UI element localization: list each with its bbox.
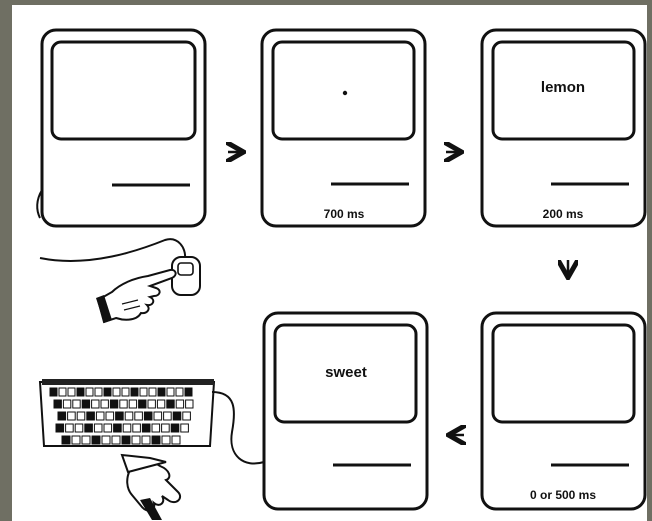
keyboard-key [77, 388, 84, 396]
keyboard-key [72, 436, 80, 444]
keyboard-key [116, 412, 124, 420]
keyboard-key [135, 412, 143, 420]
keyboard-key [110, 400, 117, 408]
keyboard-key [183, 412, 191, 420]
keyboard-key [87, 412, 95, 420]
keyboard-key [132, 436, 140, 444]
keyboard-key [77, 412, 85, 420]
keyboard-key [148, 400, 155, 408]
keyboard-key [112, 436, 120, 444]
keyboard-key [122, 388, 129, 396]
keyboard-key [173, 412, 181, 420]
keyboard-key [144, 412, 152, 420]
computer-mouse-icon [172, 257, 200, 295]
keyboard-key [164, 412, 172, 420]
keyboard-key [125, 412, 133, 420]
keyboard-key [114, 424, 122, 432]
keyboard-key [120, 400, 127, 408]
keyboard-key [63, 400, 70, 408]
keyboard-key [75, 424, 83, 432]
computer-panel-5 [264, 313, 427, 509]
keyboard-key [149, 388, 156, 396]
keyboard-key [162, 424, 170, 432]
keyboard-key [154, 412, 162, 420]
stimulus-word-sweet: sweet [325, 364, 367, 381]
duration-label-0-or-500: 0 or 500 ms [530, 488, 596, 502]
keyboard-key [68, 412, 76, 420]
pointing-hand-icon [122, 455, 180, 520]
keyboard-key [92, 436, 100, 444]
keyboard-key [94, 424, 102, 432]
keyboard-key [56, 424, 64, 432]
keyboard-key [62, 436, 70, 444]
keyboard-key [142, 424, 150, 432]
keyboard-key [82, 400, 89, 408]
keyboard-key [167, 388, 174, 396]
keyboard-key [176, 388, 183, 396]
keyboard-key [66, 424, 74, 432]
keyboard-key [157, 400, 164, 408]
keyboard-key [162, 436, 170, 444]
keyboard-key [104, 424, 112, 432]
duration-label-200: 200 ms [543, 207, 584, 221]
keyboard-key [92, 400, 99, 408]
keyboard-key [101, 400, 108, 408]
keyboard-key [123, 424, 131, 432]
keyboard-key [152, 436, 160, 444]
computer-panel-4 [482, 313, 645, 509]
keyboard-key [171, 424, 179, 432]
keyboard-key [58, 412, 66, 420]
keyboard-key [106, 412, 114, 420]
keyboard-key [73, 400, 80, 408]
keyboard-key [167, 400, 174, 408]
keyboard-key [158, 388, 165, 396]
keyboard-key [181, 424, 189, 432]
keyboard-key [95, 388, 102, 396]
keyboard-key [113, 388, 120, 396]
keyboard-key [152, 424, 160, 432]
keyboard-key [50, 388, 57, 396]
stimulus-word-lemon: lemon [541, 79, 585, 96]
keyboard-key [131, 388, 138, 396]
keyboard-key [82, 436, 90, 444]
keyboard-key [54, 400, 61, 408]
keyboard-key [140, 388, 147, 396]
duration-label-700: 700 ms [324, 207, 365, 221]
keyboard-key [186, 400, 193, 408]
keyboard-key [86, 388, 93, 396]
keyboard-key [96, 412, 104, 420]
computer-panel-1 [42, 30, 205, 226]
keyboard-key [133, 424, 141, 432]
keyboard-cable [212, 392, 264, 464]
keyboard-key [139, 400, 146, 408]
keyboard-key [129, 400, 136, 408]
computer-panel-2 [262, 30, 425, 226]
keyboard-key [142, 436, 150, 444]
keyboard-key [59, 388, 66, 396]
keyboard-key [104, 388, 111, 396]
keyboard-key [68, 388, 75, 396]
keyboard-key [176, 400, 183, 408]
keyboard-key [172, 436, 180, 444]
fixation-dot [343, 91, 347, 95]
keyboard-icon [40, 379, 214, 446]
keyboard-key [85, 424, 93, 432]
computer-panel-3 [482, 30, 645, 226]
keyboard-key [102, 436, 110, 444]
keyboard-key [122, 436, 130, 444]
mouse-cable [40, 239, 185, 261]
keyboard-key [185, 388, 192, 396]
pointing-hand-icon [96, 270, 176, 323]
